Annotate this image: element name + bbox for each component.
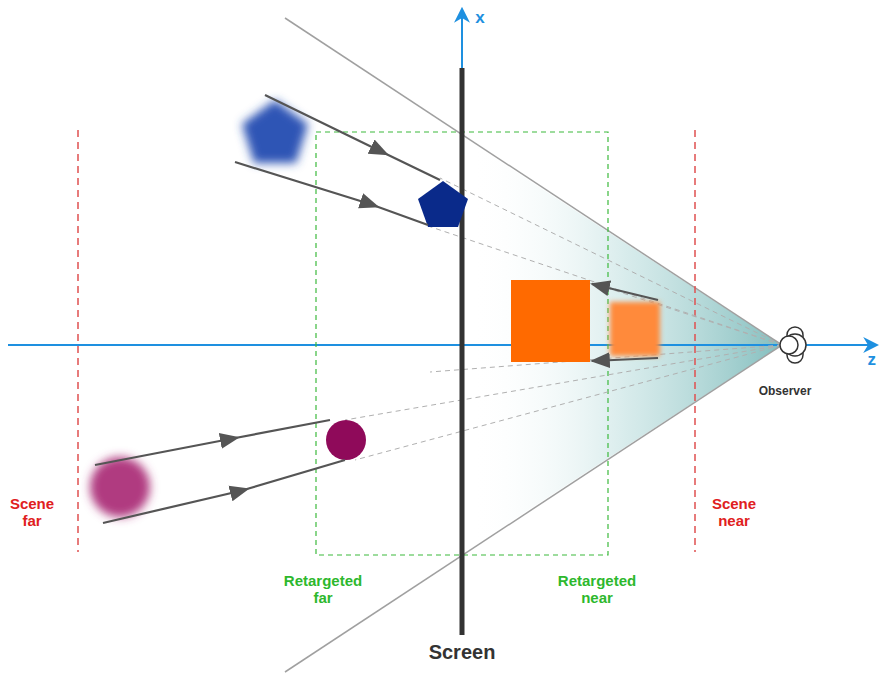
label-text: Scene near (712, 495, 756, 530)
retargeted-square (511, 280, 590, 362)
original-pentagon (242, 100, 308, 163)
mapping-arrows (95, 95, 658, 523)
original-square (610, 302, 660, 356)
screen-plane (460, 68, 465, 635)
original-circle (90, 457, 150, 517)
retargeted-circle (326, 420, 366, 460)
observer-icon (780, 327, 806, 363)
label-text: Observer (759, 385, 812, 399)
label-text: x (475, 8, 484, 28)
label-text: Retargeted far (284, 572, 362, 607)
label-text: Screen (429, 641, 496, 664)
retargeted-pentagon (418, 181, 468, 227)
label-text: Retargeted near (558, 572, 636, 607)
sight-lines (345, 178, 782, 460)
scene-near-plane (694, 130, 696, 552)
scene-far-plane (77, 130, 79, 552)
label-text: Scene far (10, 495, 54, 530)
label-text: z (868, 350, 877, 370)
frustum-line (285, 345, 782, 672)
z-axis (8, 344, 876, 346)
